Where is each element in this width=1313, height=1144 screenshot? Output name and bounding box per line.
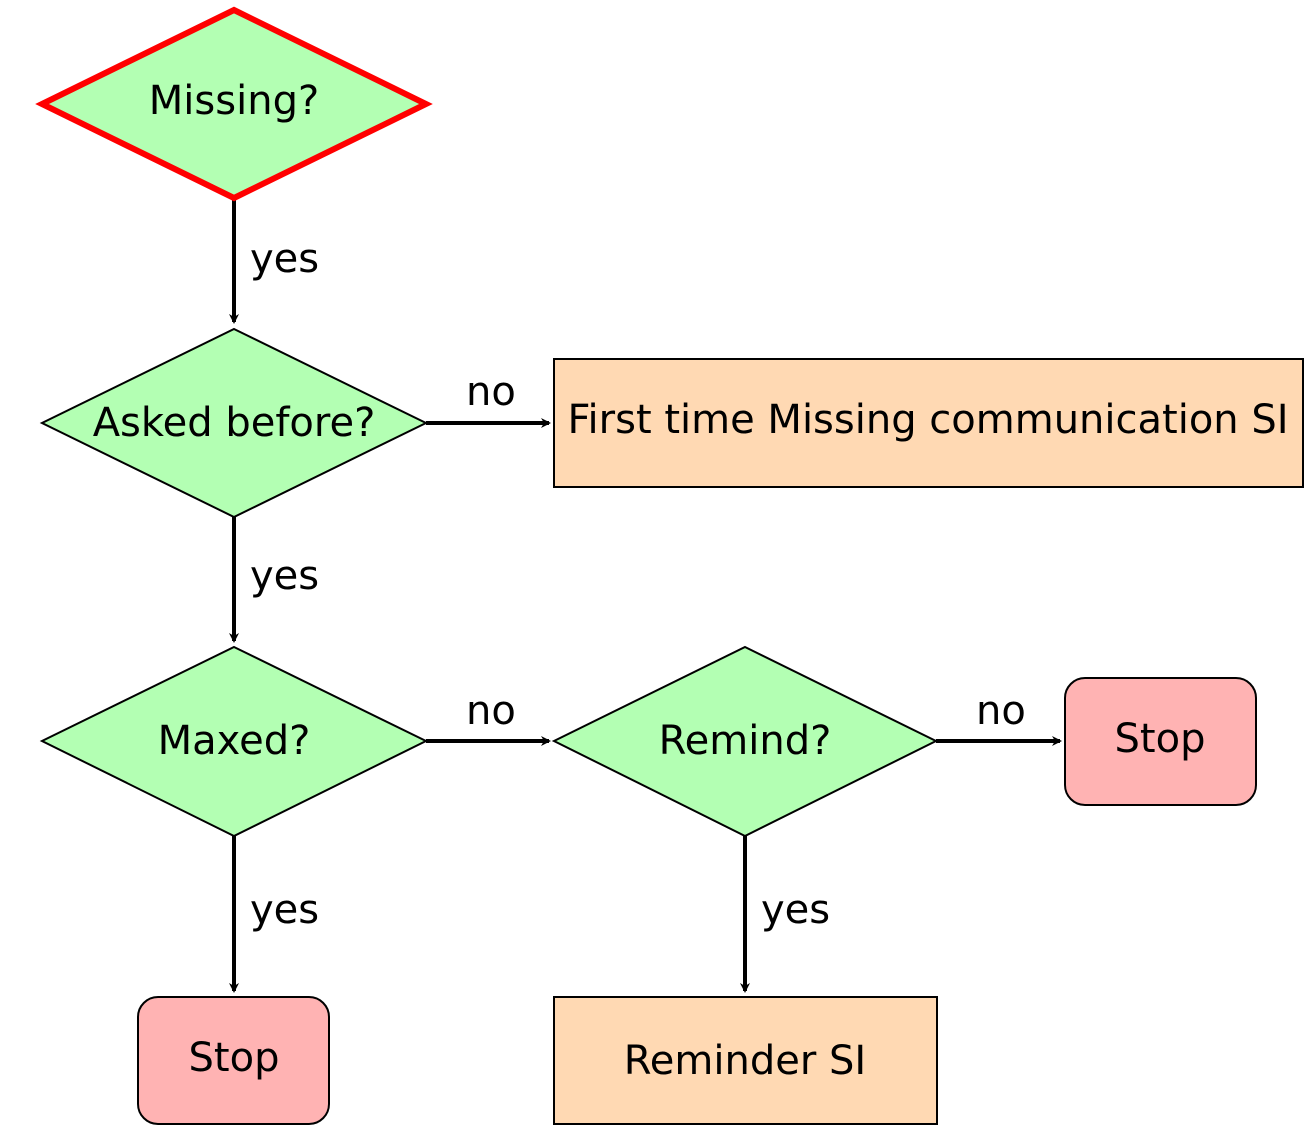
maxed-diamond <box>39 645 429 838</box>
terminal-stop-right: Stop <box>1064 677 1257 806</box>
stop-right-rect <box>1064 677 1257 806</box>
decision-missing: Missing? <box>35 6 433 202</box>
edge-label-yes: yes <box>761 887 830 933</box>
node-label-asked-before: Asked before? <box>93 400 376 446</box>
edge-missing-to-asked-before: yes <box>229 198 319 324</box>
edge-asked-before-to-first-time: no <box>426 369 551 428</box>
node-label-remind: Remind? <box>659 718 832 764</box>
edge-label-no: no <box>466 369 516 415</box>
node-label-reminder: Reminder SI <box>624 1038 866 1084</box>
node-label-missing: Missing? <box>149 78 319 124</box>
edge-label-yes: yes <box>250 236 319 282</box>
edge-asked-before-to-maxed: yes <box>229 517 319 643</box>
missing-diamond <box>35 6 433 202</box>
edge-remind-to-stop: no <box>936 688 1062 746</box>
edge-label-yes: yes <box>250 887 319 933</box>
decision-asked-before: Asked before? <box>39 327 429 519</box>
edge-label-yes: yes <box>250 553 319 599</box>
action-reminder-si: Reminder SI <box>553 996 938 1125</box>
edge-label-no: no <box>466 688 516 734</box>
stop-bottom-rect <box>137 996 330 1125</box>
terminal-stop-bottom: Stop <box>137 996 330 1125</box>
node-label-stop: Stop <box>1115 716 1206 762</box>
reminder-rect <box>553 996 938 1125</box>
node-label-first-time: First time Missing communication SI <box>567 397 1288 443</box>
node-label-stop: Stop <box>189 1035 280 1081</box>
decision-maxed: Maxed? <box>39 645 429 838</box>
first-time-rect <box>553 358 1304 488</box>
edge-maxed-to-remind: no <box>426 688 551 746</box>
edge-remind-to-reminder: yes <box>740 836 830 993</box>
remind-diamond <box>551 645 939 838</box>
action-first-time-missing-communication: First time Missing communication SI <box>553 358 1304 488</box>
edge-label-no: no <box>976 688 1026 734</box>
decision-remind: Remind? <box>551 645 939 838</box>
node-label-maxed: Maxed? <box>158 718 311 764</box>
edge-maxed-to-stop: yes <box>229 836 319 993</box>
asked-before-diamond <box>39 327 429 519</box>
